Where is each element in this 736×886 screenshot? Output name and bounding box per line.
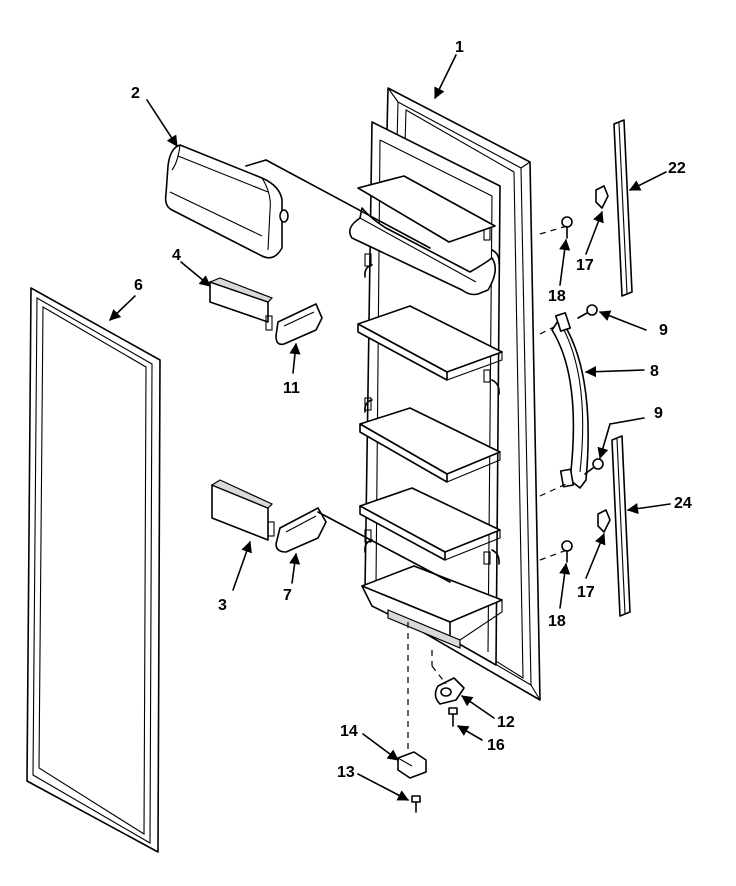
assembly-guide-lines	[245, 159, 568, 752]
callout-9-lower: 9	[654, 405, 663, 422]
screw-18-upper	[561, 216, 573, 239]
trim-clip-lower	[597, 509, 611, 533]
callout-8: 8	[650, 363, 659, 380]
callout-9-upper: 9	[659, 322, 668, 339]
hinge-screw	[448, 707, 458, 727]
callout-22: 22	[668, 160, 686, 177]
trim-strip-upper	[613, 119, 633, 297]
callout-1: 1	[455, 39, 464, 56]
callout-3: 3	[218, 597, 227, 614]
door-liner-assembly	[349, 87, 541, 701]
hinge-pin-screw	[411, 795, 421, 813]
callout-6: 6	[134, 277, 143, 294]
callout-12: 12	[497, 714, 515, 731]
leader-arrows	[109, 54, 671, 801]
callout-17-lower: 17	[577, 584, 595, 601]
hinge-bushing	[434, 677, 465, 705]
trim-clip-upper	[595, 185, 609, 209]
bin-bracket-upper	[265, 303, 323, 346]
screw-9-lower	[584, 458, 604, 475]
callout-7: 7	[283, 587, 292, 604]
callout-labels: 1 2 3 4 6 7 8 9 9 11 12 13 14 16 17 17 1…	[131, 39, 692, 781]
callout-17-upper: 17	[576, 257, 594, 274]
callout-13: 13	[337, 764, 355, 781]
screw-18-lower	[561, 540, 573, 563]
callout-18-lower: 18	[548, 613, 566, 630]
bin-front-lower	[210, 479, 274, 541]
trim-strip-lower	[611, 435, 631, 617]
door-handle	[551, 312, 589, 489]
door-gasket	[26, 287, 161, 853]
callout-4: 4	[172, 247, 181, 264]
callout-2: 2	[131, 85, 140, 102]
callout-18-upper: 18	[548, 288, 566, 305]
screw-9-upper	[577, 304, 598, 319]
hinge-block	[397, 751, 427, 779]
callout-11: 11	[283, 380, 300, 397]
bin-front-upper	[208, 277, 274, 323]
callout-16: 16	[487, 737, 505, 754]
callout-14: 14	[340, 723, 358, 740]
dairy-compartment	[164, 144, 289, 259]
bin-bracket-lower	[267, 507, 327, 553]
callout-24: 24	[674, 495, 692, 512]
